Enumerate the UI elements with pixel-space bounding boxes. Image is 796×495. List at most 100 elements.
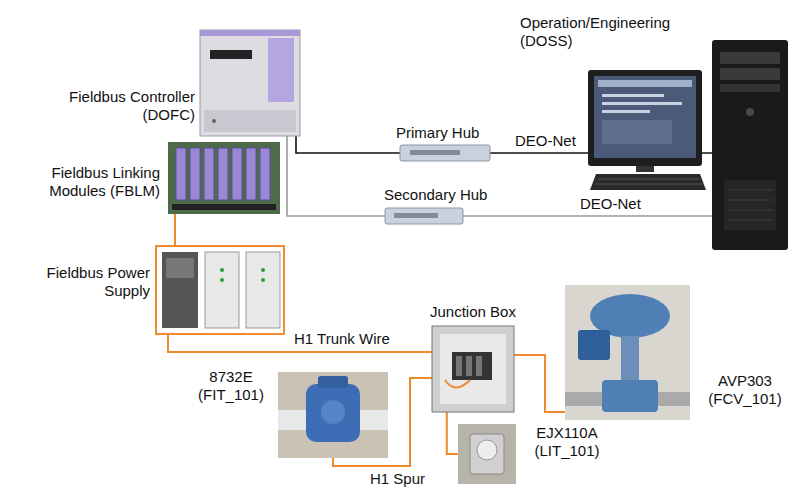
- valve-photo-part: [565, 392, 690, 406]
- controller-device-part: [212, 119, 216, 123]
- transmitter-photo: [458, 424, 516, 484]
- junction-box: [432, 326, 514, 412]
- power-supply-units-part: [220, 278, 224, 282]
- computer-monitor-part: [602, 102, 682, 105]
- computer-keyboard-part: [590, 174, 706, 190]
- computer-monitor-part: [594, 76, 696, 158]
- junction-box-node: Junction Box: [432, 326, 514, 412]
- computer-tower-part: [728, 220, 772, 221]
- flowmeter-photo-part: [318, 376, 348, 388]
- valve-photo: [565, 285, 690, 420]
- device-label: Fieldbus Controller (DOFC): [40, 88, 195, 124]
- flowmeter-photo-part: [306, 384, 360, 442]
- computer-monitor: [588, 70, 702, 172]
- device-label: EJX110A (LIT_101): [524, 424, 610, 460]
- device-label: Fieldbus Power Supply: [10, 264, 150, 300]
- linking-modules-part: [176, 148, 186, 200]
- device-label: Fieldbus Linking Modules (FBLM): [8, 164, 160, 200]
- computer-tower-part: [720, 52, 780, 64]
- hub-node: Primary Hub: [400, 145, 490, 161]
- computer-tower-part: [746, 108, 754, 116]
- hub-device: [385, 145, 490, 224]
- computer-tower-part: [712, 40, 788, 250]
- transmitter-photo-part: [477, 440, 497, 460]
- network-cable: [333, 378, 432, 466]
- computer-keyboard: [590, 174, 706, 190]
- computer-monitor-part: [602, 110, 650, 113]
- computer-tower-part: [720, 68, 780, 80]
- computer-tower-part: [728, 200, 772, 201]
- level-transmitter-node: EJX110A (LIT_101): [458, 424, 516, 484]
- hub-device-part: [410, 150, 460, 155]
- junction-box-part: [440, 334, 506, 404]
- device-label: Secondary Hub: [384, 186, 504, 204]
- device-label: Junction Box: [430, 303, 550, 321]
- power-supply-units-part: [261, 278, 265, 282]
- transmitter-photo-part: [458, 424, 516, 484]
- flowmeter-node: 8732E (FIT_101): [278, 372, 388, 458]
- valve-photo-part: [565, 285, 690, 420]
- network-label: DEO-Net: [578, 195, 643, 213]
- computer-keyboard-part: [595, 184, 703, 185]
- network-cable: [463, 215, 712, 217]
- flowmeter-photo-part: [321, 400, 345, 424]
- controller-device-part: [268, 38, 294, 102]
- transmitter-photo-part: [470, 434, 504, 474]
- computer-tower: [712, 40, 788, 250]
- linking-modules: [168, 142, 280, 214]
- linking-modules-part: [260, 148, 270, 200]
- junction-box-part: [432, 326, 514, 412]
- flowmeter-photo: [278, 372, 388, 458]
- linking-modules-part: [190, 148, 200, 200]
- network-cable: [490, 152, 712, 154]
- junction-box-part: [466, 356, 472, 376]
- power-supply-units-part: [162, 252, 198, 328]
- junction-box-part: [476, 356, 482, 376]
- valve-photo-part: [621, 336, 639, 382]
- power-supply-units-part: [261, 268, 265, 272]
- junction-box-part: [445, 380, 470, 388]
- control-valve-node: AVP303 (FCV_101): [565, 285, 690, 420]
- computer-tower-part: [724, 180, 776, 230]
- linking-modules-part: [204, 148, 214, 200]
- controller-device-part: [210, 50, 252, 59]
- valve-photo-part: [578, 330, 610, 360]
- network-cable: [287, 136, 385, 216]
- computer-keyboard-part: [598, 179, 700, 180]
- computer-monitor-part: [602, 120, 672, 144]
- network-cable: [296, 136, 400, 153]
- junction-box-part: [456, 356, 462, 376]
- linking-modules-part: [232, 148, 242, 200]
- computer-monitor-part: [602, 94, 664, 97]
- linking-modules-part: [172, 204, 276, 210]
- controller-device-part: [204, 110, 296, 132]
- computer-monitor-part: [598, 80, 692, 87]
- linking-modules-node: Fieldbus Linking Modules (FBLM): [168, 142, 280, 214]
- computer-tower-part: [728, 210, 772, 211]
- controller-device-part: [200, 30, 300, 136]
- computer-monitor-part: [636, 166, 654, 172]
- hub-device-part: [385, 208, 463, 224]
- network-cable: [447, 412, 458, 454]
- hub-node: Secondary Hub: [385, 208, 463, 224]
- flowmeter-photo-part: [278, 372, 388, 458]
- power-supply-units: [162, 252, 280, 328]
- power-supply-units-part: [205, 252, 239, 328]
- flowmeter-photo-part: [278, 410, 388, 430]
- power-supply-node: Fieldbus Power Supply: [155, 245, 285, 335]
- controller-device-part: [200, 30, 300, 36]
- valve-photo-part: [590, 294, 670, 338]
- workstation-node: Operation/Engineering (DOSS): [712, 40, 788, 250]
- device-label: AVP303 (FCV_101): [698, 372, 792, 408]
- device-label: Primary Hub: [396, 124, 506, 142]
- power-supply-units-part: [220, 268, 224, 272]
- network-label: DEO-Net: [513, 132, 578, 150]
- linking-modules-part: [246, 148, 256, 200]
- wire-label: H1 Spur: [368, 470, 427, 488]
- power-supply-units-part: [166, 258, 194, 278]
- controller-device: [200, 30, 300, 136]
- network-cable: [174, 214, 176, 245]
